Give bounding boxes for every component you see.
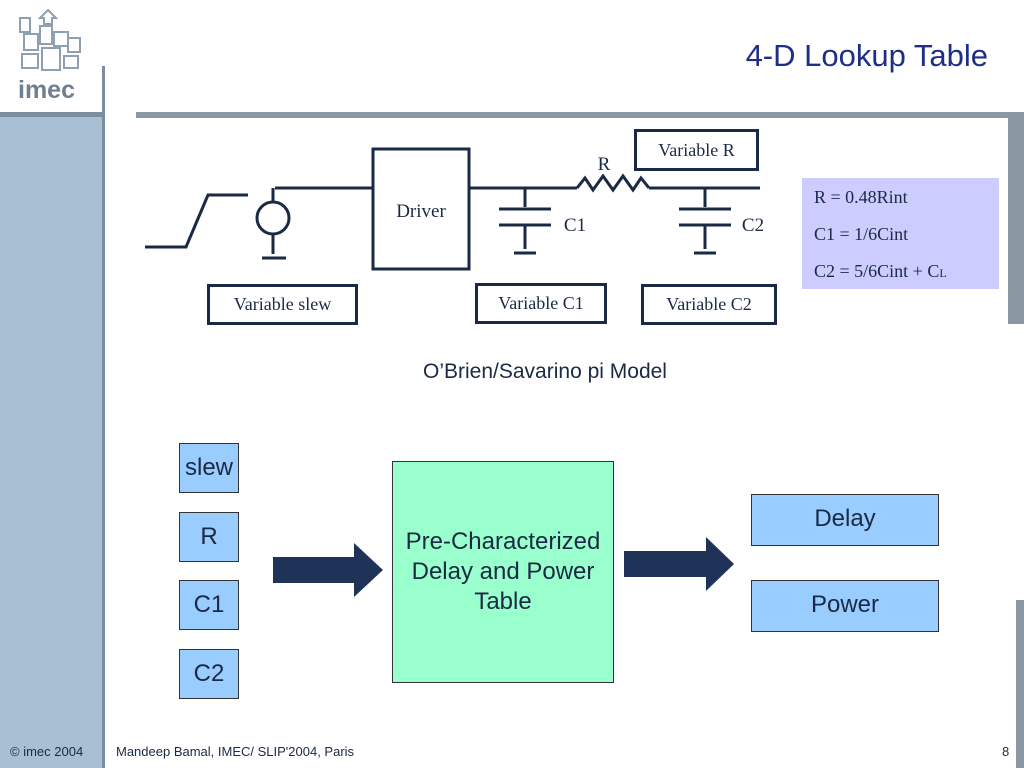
driver-label: Driver (396, 201, 446, 222)
variable-r-label: Variable R (634, 129, 759, 171)
sidebar-edge (102, 66, 105, 768)
input-arrow-icon (273, 543, 383, 597)
footer-copyright: © imec 2004 (10, 744, 84, 759)
variable-slew-label: Variable slew (207, 284, 358, 325)
step-waveform-icon (145, 193, 248, 249)
lookup-table-block: Pre-Characterized Delay and Power Table (392, 461, 614, 683)
resistor-label: R (598, 154, 611, 175)
formula-c2-main: C2 = 5/6Cint + C (814, 261, 940, 281)
footer-page-number: 8 (1002, 744, 1010, 759)
logo-text: imec (18, 76, 75, 104)
footer-author: Mandeep Bamal, IMEC/ SLIP'2004, Paris (116, 744, 355, 759)
model-caption: O’Brien/Savarino pi Model (423, 360, 667, 383)
input-r: R (179, 512, 239, 562)
page-title: 4-D Lookup Table (745, 38, 988, 73)
header-divider (136, 112, 1024, 118)
variable-c1-label: Variable C1 (475, 283, 607, 324)
right-edge-strip-lower (1016, 600, 1024, 768)
formula-c2-subscript: L (939, 266, 947, 280)
right-edge-strip (1008, 118, 1024, 324)
formula-r: R = 0.48Rint (814, 187, 908, 207)
formula-c2: C2 = 5/6Cint + CL (814, 256, 999, 293)
imec-logo-icon (19, 8, 81, 71)
c1-label: C1 (564, 215, 586, 236)
formula-box: R = 0.48Rint C1 = 1/6Cint C2 = 5/6Cint +… (802, 178, 999, 289)
output-power: Power (751, 580, 939, 632)
formula-c1: C1 = 1/6Cint (814, 224, 909, 244)
output-delay: Delay (751, 494, 939, 546)
input-c1: C1 (179, 580, 239, 630)
input-c2: C2 (179, 649, 239, 699)
output-arrow-icon (624, 537, 734, 591)
sidebar-panel (0, 117, 102, 768)
header-divider-left (0, 112, 104, 118)
driver-block (371, 147, 471, 271)
input-slew: slew (179, 443, 239, 493)
resistor-icon (575, 173, 651, 193)
lookup-table-label: Pre-Characterized Delay and Power Table (405, 528, 601, 615)
c2-label: C2 (742, 215, 764, 236)
variable-c2-label: Variable C2 (641, 284, 777, 325)
